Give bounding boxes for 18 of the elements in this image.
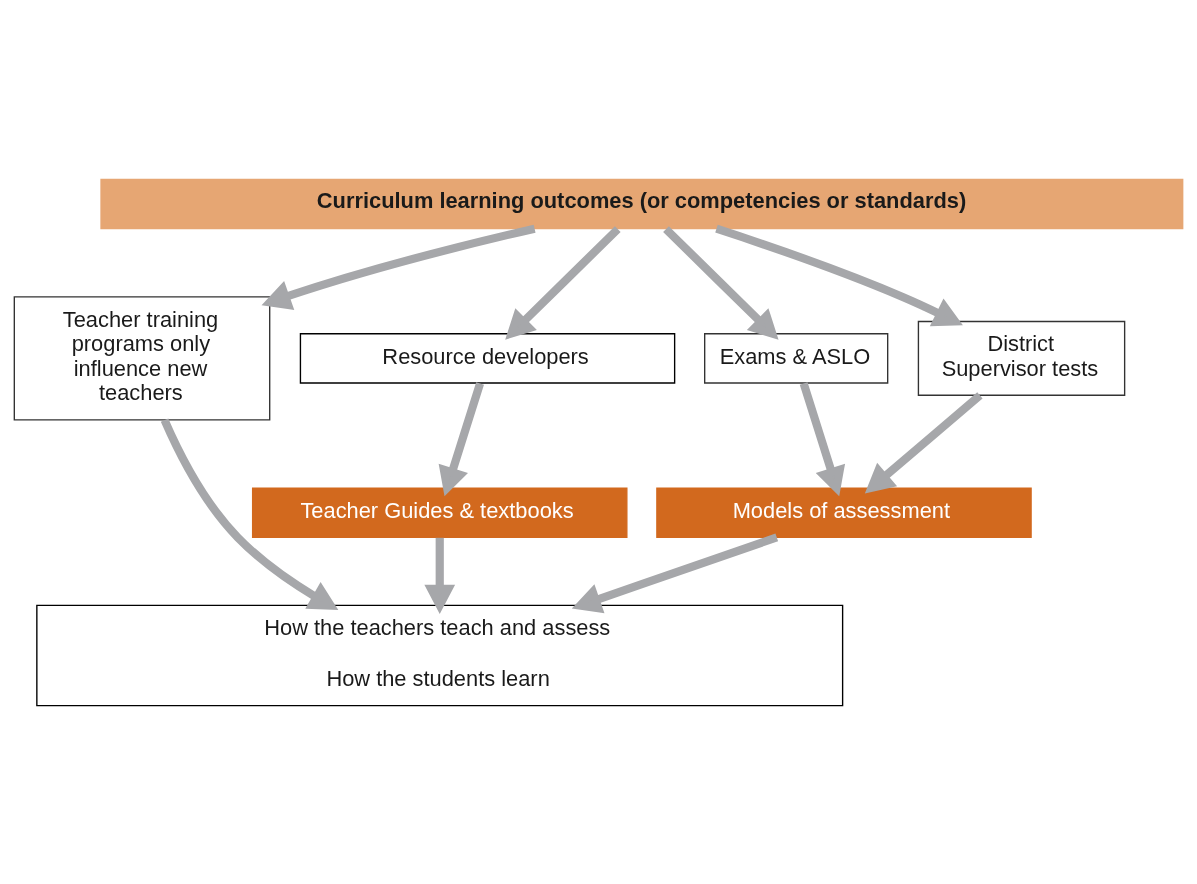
arrow: [799, 381, 846, 496]
node-box: How the teachers teach and assess How the students learn: [36, 604, 844, 706]
node-box: Teacher Guides & textbooks: [251, 486, 628, 538]
arrow: [663, 225, 779, 340]
arrow: [261, 224, 536, 310]
arrow: [715, 224, 963, 326]
node-box: Exams & ASLO: [704, 332, 889, 384]
node-box: Models of assessment: [656, 486, 1032, 538]
node-box: District Supervisor tests: [917, 320, 1126, 396]
arrow: [571, 533, 779, 613]
arrow: [424, 537, 456, 614]
arrow: [864, 391, 983, 494]
node-box: Curriculum learning outcomes (or competencies or standards): [100, 178, 1184, 229]
node-box: Resource developers: [299, 332, 676, 384]
arrow: [160, 418, 339, 610]
arrow: [438, 381, 484, 496]
node-box: Teacher training programs only influence new teachers: [13, 295, 271, 420]
arrow: [505, 225, 621, 340]
